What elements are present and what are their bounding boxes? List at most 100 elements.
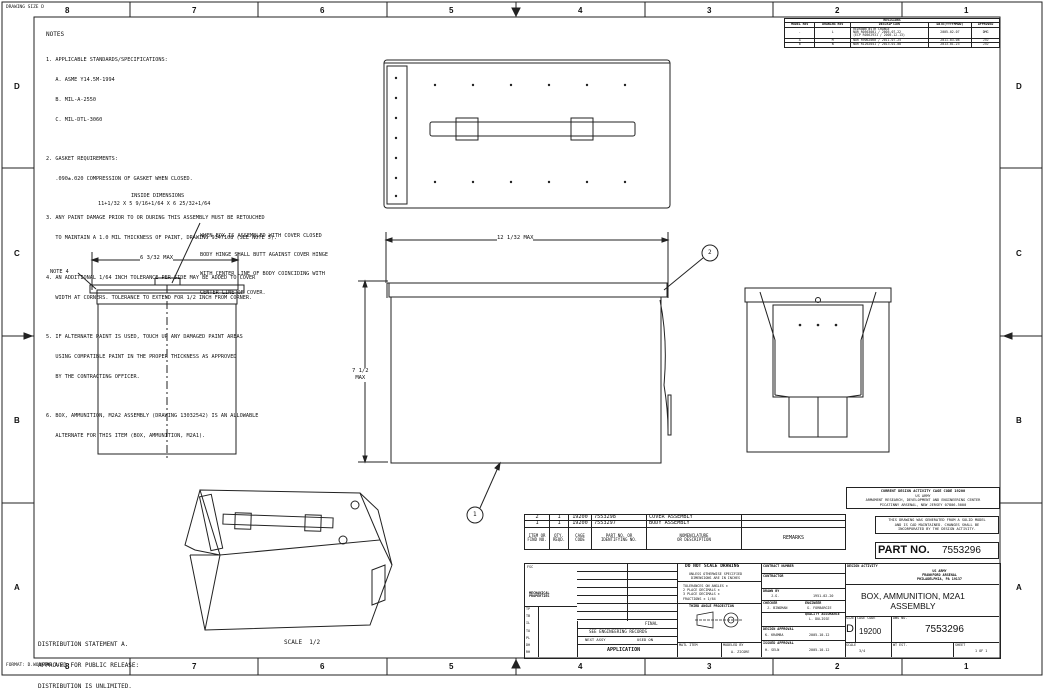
note-line: 2. GASKET REQUIREMENTS: bbox=[46, 156, 118, 163]
parts-header: PART NO. OR IDENTIFYING NO. bbox=[591, 526, 647, 550]
tb-line bbox=[577, 644, 677, 645]
parts-header: CAGE CODE bbox=[568, 526, 592, 550]
zone-col-2-top: 2 bbox=[835, 6, 840, 15]
note-line: B. MIL-A-2550 bbox=[46, 96, 96, 103]
rev-cell: REDRAWN WITH CHANGE NOR R0563001 / 2005-… bbox=[850, 26, 929, 39]
left-end-view bbox=[77, 222, 245, 460]
length-dimension: 12 1/32 MAX bbox=[497, 235, 534, 242]
dwg-no-label: DWG NO. bbox=[893, 616, 908, 620]
tolerances: TOLERANCES ON ANGLES ± 2 PLACE DECIMALS … bbox=[683, 584, 728, 601]
qa-name: L. DULISSE bbox=[809, 617, 830, 621]
zone-col-8-bottom: 8 bbox=[65, 662, 70, 671]
design-approval-label: DESIGN APPROVAL bbox=[763, 627, 794, 631]
cad-note-line: AND IS CAD MAINTAINED. CHANGES SHALL BE bbox=[894, 522, 980, 527]
height-dimension: 7 1/2 MAX bbox=[352, 368, 369, 382]
issued-label: ISSUED APPROVAL bbox=[763, 641, 794, 645]
activity-line: US ARMY bbox=[915, 493, 931, 498]
zone-row-d-left: D bbox=[14, 82, 20, 91]
note-4-callout: NOTE 4 bbox=[50, 269, 69, 275]
engineer-name: G. FORBARGIE bbox=[807, 606, 832, 610]
sheet-label: SHEET bbox=[955, 643, 966, 647]
parts-header-row: ITEM OR FIND NO. QTY. REQD. CAGE CODE PA… bbox=[524, 526, 846, 550]
tb-application: FINAL SEE ENGINEERING RECORDS NEXT ASSY … bbox=[577, 564, 678, 657]
tb-size-cell: SIZE D bbox=[845, 616, 856, 642]
inside-dims-title: INSIDE DIMENSIONS bbox=[131, 193, 185, 199]
tb-grid-divider bbox=[627, 564, 628, 621]
parts-list: 2 1 19200 7553298 COVER ASSEMBLY 1 1 192… bbox=[524, 513, 846, 550]
zone-col-7-bottom: 7 bbox=[192, 662, 197, 671]
tb-line bbox=[845, 642, 999, 643]
modeler-name: A. ZICORE bbox=[731, 650, 750, 654]
rev-cell: 2013-01-23 bbox=[927, 42, 973, 48]
note-line: A. ASME Y14.5M-1994 bbox=[46, 76, 115, 83]
tb-vdivider bbox=[891, 642, 892, 657]
zone-row-c-left: C bbox=[14, 249, 20, 258]
tb-signatures: CONTRACT NUMBER CONTRACTOR DRAWN BY J.G.… bbox=[761, 564, 846, 657]
engineer-label: ENGINEER bbox=[805, 601, 822, 605]
design-activity-label: DESIGN ACTIVITY bbox=[847, 564, 878, 568]
tb-line bbox=[577, 628, 677, 629]
note-line: 5. IF ALTERNATE PAINT IS USED, TOUCH UP … bbox=[46, 334, 243, 341]
cage-value: 19200 bbox=[859, 627, 882, 636]
size-value: D bbox=[846, 623, 854, 635]
part-number-box: PART NO. 7553296 bbox=[875, 542, 999, 559]
outer-border bbox=[1, 1, 1043, 676]
rev-cell: DMG bbox=[971, 26, 1000, 39]
see-records: SEE ENGINEERING RECORDS bbox=[589, 629, 647, 634]
revision-row: - L REDRAWN WITH CHANGE NOR R0563001 / 2… bbox=[783, 26, 1000, 39]
zone-col-5-top: 5 bbox=[449, 6, 454, 15]
distribution-line: DISTRIBUTION STATEMENT A. bbox=[38, 641, 129, 648]
tb-line bbox=[761, 588, 845, 589]
tb-left: FSC MECHANICAL PROPERTIES TP TB IL TO PL… bbox=[525, 564, 578, 657]
zone-col-6-bottom: 6 bbox=[320, 662, 325, 671]
rev-header: DESCRIPTION bbox=[850, 22, 929, 28]
zone-row-b-left: B bbox=[14, 416, 20, 425]
tb-line bbox=[761, 600, 845, 601]
drawing-sheet bbox=[1, 1, 1043, 676]
hinge-note-line: WHEN BOX IS ASSEMBLED WITH COVER CLOSED bbox=[200, 232, 322, 239]
hinge-note-line: CENTER LINE OF COVER. bbox=[200, 290, 266, 297]
side-row-label: TB bbox=[526, 614, 531, 619]
parts-row: 2 1 19200 7553298 COVER ASSEMBLY bbox=[524, 513, 846, 522]
parts-cell bbox=[741, 513, 846, 522]
tb-line bbox=[761, 640, 845, 641]
zone-row-a-right: A bbox=[1016, 583, 1022, 592]
drawn-by-label: DRAWN BY bbox=[763, 589, 780, 593]
tb-line bbox=[761, 626, 845, 627]
note-line: ALTERNATE FOR THIS ITEM (BOX, AMMUNITION… bbox=[46, 433, 206, 440]
note-line bbox=[46, 393, 277, 400]
parts-header: REMARKS bbox=[741, 526, 846, 550]
zone-col-3-bottom: 3 bbox=[707, 662, 712, 671]
front-view bbox=[358, 232, 719, 524]
activity-line: PICATINNY ARSENAL, NEW JERSEY 07806-5000 bbox=[879, 502, 967, 507]
note-line: .090±.020 COMPRESSION OF GASKET WHEN CLO… bbox=[46, 175, 193, 182]
note-line: C. MIL-DTL-3060 bbox=[46, 116, 103, 123]
zone-row-d-right: D bbox=[1016, 82, 1022, 91]
zone-row-b-right: B bbox=[1016, 416, 1022, 425]
drawn-by-name: J.G. bbox=[771, 594, 780, 598]
activity-cage-line: CURRENT DESIGN ACTIVITY CAGE CODE 19200 bbox=[880, 489, 966, 493]
cad-note-line: INCORPORATED BY THE DESIGN ACTIVITY. bbox=[898, 527, 976, 532]
zone-row-c-right: C bbox=[1016, 249, 1022, 258]
side-row-label: TO bbox=[526, 628, 531, 633]
note-line: 4. AN ADDITIONAL 1/64 INCH TOLERANCE PER… bbox=[46, 274, 256, 281]
rev-header: MODEL REV bbox=[783, 22, 816, 28]
unless-otherwise: UNLESS OTHERWISE SPECIFIED DIMENSIONS AR… bbox=[689, 572, 743, 581]
zone-col-7-top: 7 bbox=[192, 6, 197, 15]
issued-name: H. SELN bbox=[765, 648, 780, 652]
scale-label: SCALE 1/2 bbox=[284, 639, 321, 646]
rev-cell: N bbox=[814, 42, 852, 48]
tb-tolerances: DO NOT SCALE DRAWING UNLESS OTHERWISE SP… bbox=[677, 564, 762, 657]
final-label: FINAL bbox=[645, 621, 658, 626]
tb-vdivider bbox=[953, 642, 954, 657]
wt-est-label: WT EST. bbox=[893, 643, 908, 647]
issued-date: 2005-10-12 bbox=[809, 648, 830, 652]
zone-col-4-bottom: 4 bbox=[578, 662, 583, 671]
side-row-label: RH bbox=[526, 650, 531, 655]
tb-cage-cell: CAGE CODE 19200 bbox=[855, 616, 892, 642]
rev-cell: B bbox=[783, 42, 816, 48]
note-line: WIDTH AT CORNERS. TOLERANCE TO EXTEND FO… bbox=[46, 294, 253, 301]
zone-ticks bbox=[2, 2, 1042, 675]
qa-label: QUALITY ASSURANCE bbox=[805, 612, 840, 616]
distribution-statement: DISTRIBUTION STATEMENT A. APPROVED FOR P… bbox=[38, 627, 139, 697]
